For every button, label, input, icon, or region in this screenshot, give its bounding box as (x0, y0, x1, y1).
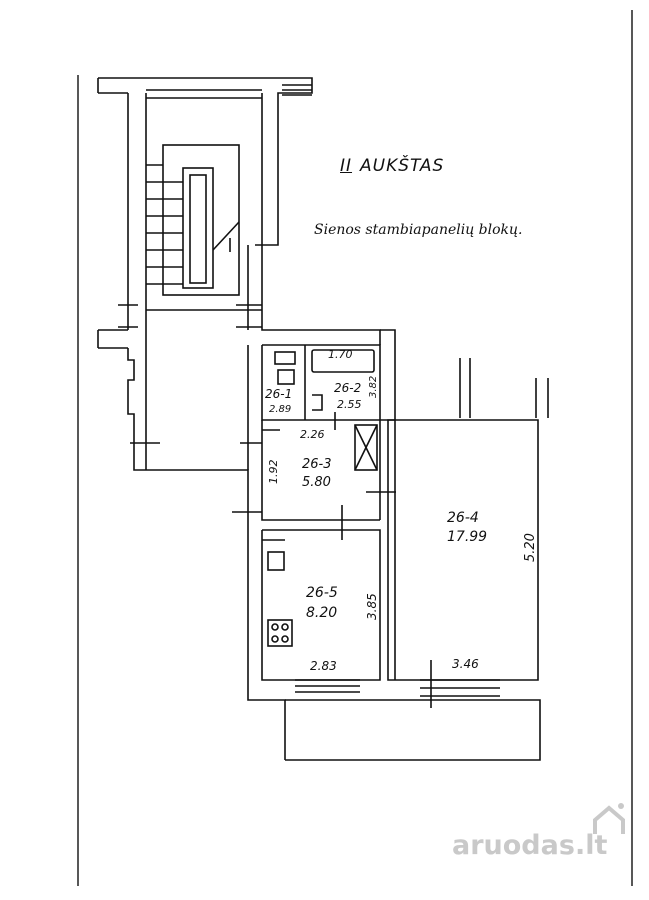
room-26-2-area: 2.55 (337, 398, 362, 411)
dimension-label: 2.83 (310, 659, 337, 673)
room-26-3-area: 5.80 (302, 475, 331, 490)
floor-word: AUKŠTAS (360, 156, 445, 176)
dimension-label: 2.26 (300, 428, 325, 441)
room-26-2-id: 26-2 (334, 381, 361, 395)
dimension-label: 3.85 (365, 593, 379, 620)
room-26-4-id: 26-4 (447, 510, 479, 526)
watermark-brand: aruodas.lt (452, 830, 607, 861)
floor-title: II AUKŠTAS (340, 156, 444, 176)
room-26-5-area: 8.20 (306, 605, 337, 621)
watermark-brand-main: aruodas (452, 830, 575, 861)
wall-note: Sienos stambiapanelių blokų. (314, 222, 523, 238)
room-26-4-area: 17.99 (447, 529, 487, 545)
room-26-3-id: 26-3 (302, 457, 332, 472)
watermark-brand-tld: .lt (574, 830, 608, 861)
dimension-label: 1.70 (328, 348, 353, 361)
dimension-label: 1.92 (267, 460, 280, 485)
house-logo-icon (593, 803, 625, 834)
dimension-label: 5.20 (523, 533, 538, 562)
floor-number: II (340, 156, 353, 176)
dimension-label: 3.46 (452, 657, 479, 671)
room-26-1-id: 26-1 (265, 387, 292, 401)
dimension-label: 3.82 (368, 376, 379, 398)
room-26-1-area: 2.89 (269, 404, 291, 415)
room-26-5-id: 26-5 (306, 585, 338, 601)
